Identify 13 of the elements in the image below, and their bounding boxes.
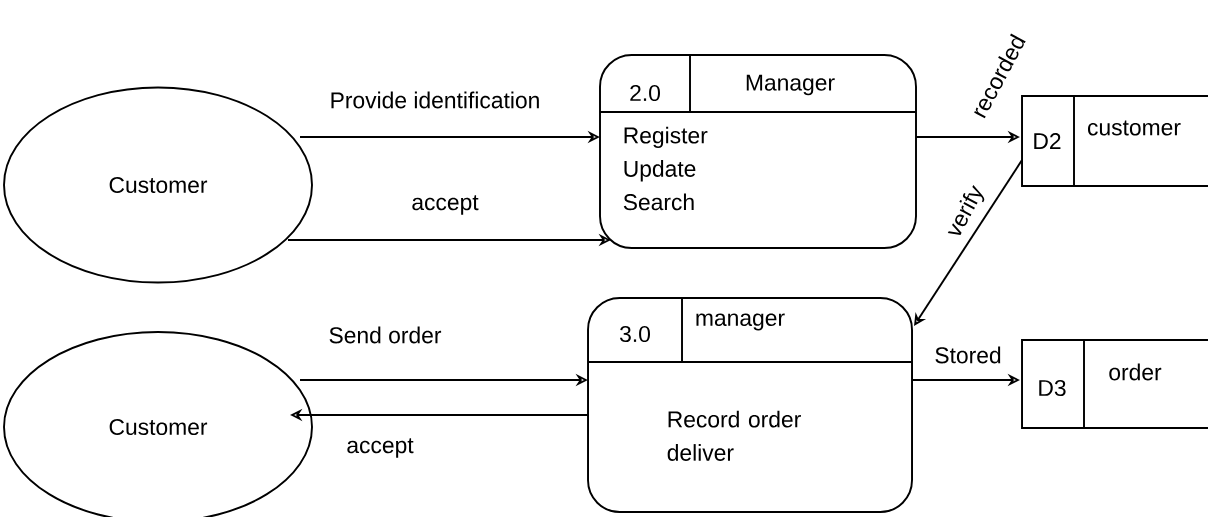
process-box: 3.0 manager Record order deliver (587, 297, 913, 513)
edge-label: accept (409, 193, 481, 217)
data-store: D3 order (1021, 339, 1208, 429)
arrow (914, 159, 1023, 326)
data-store: D2 customer (1021, 95, 1208, 187)
edge-label: verify (941, 180, 991, 244)
external-entity: Customer (3, 331, 313, 517)
edge-label: Stored (932, 344, 1004, 366)
edge-label: Provide identification (327, 89, 543, 111)
edge-label: Send order (326, 324, 444, 346)
external-entity: Customer (3, 86, 313, 284)
process-box: 2.0 Manager Register Update Search (599, 54, 917, 249)
edge-label: accept (344, 436, 416, 460)
